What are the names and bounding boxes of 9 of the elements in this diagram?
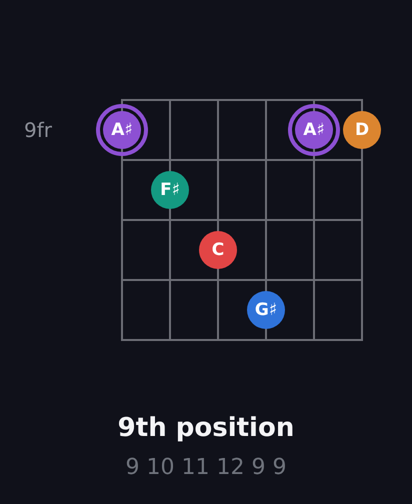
root-note-dot: A♯ bbox=[288, 104, 340, 156]
fret-numbers: 9 10 11 12 9 9 bbox=[126, 455, 286, 480]
note-dot: D bbox=[343, 111, 381, 149]
fret-label: 9fr bbox=[24, 118, 52, 142]
note-dot: C bbox=[199, 231, 237, 269]
note-dot: F♯ bbox=[151, 171, 189, 209]
note-dot: G♯ bbox=[247, 291, 285, 329]
position-title: 9th position bbox=[118, 413, 294, 443]
root-note-dot: A♯ bbox=[96, 104, 148, 156]
